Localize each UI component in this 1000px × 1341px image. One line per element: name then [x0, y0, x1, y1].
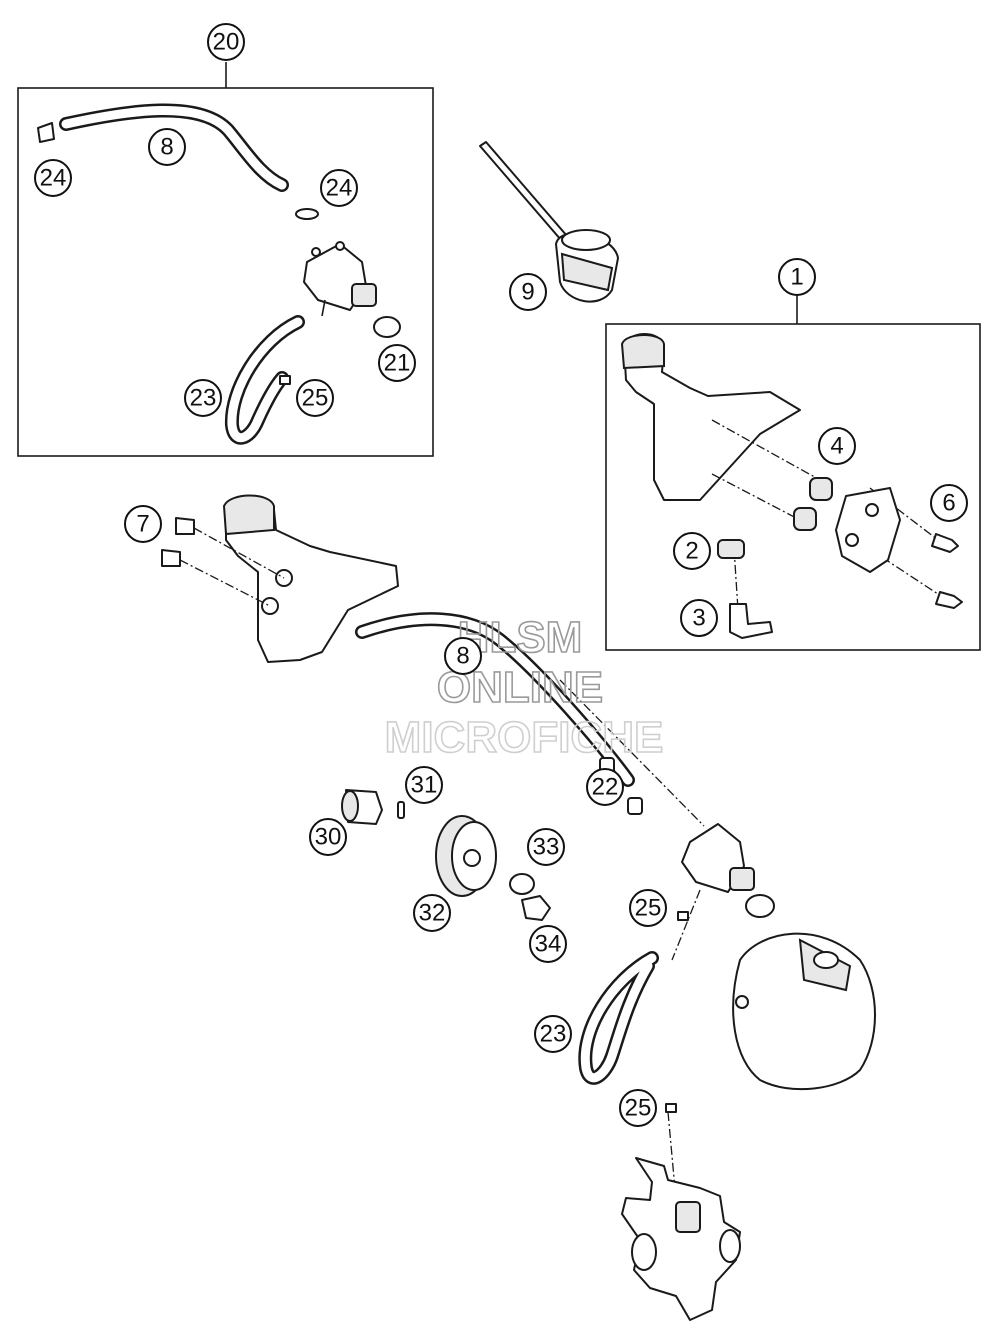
pin-31: [397, 801, 405, 819]
kit-20-clamp-24b: [295, 208, 319, 220]
svg-text:23: 23: [540, 1021, 567, 1048]
kit-20-hose-23: [224, 315, 305, 445]
main-oil-pump: [681, 823, 775, 918]
svg-text:32: 32: [419, 900, 446, 927]
callout-6: 6: [930, 484, 968, 522]
callout-25c: 25: [619, 1089, 657, 1127]
callout-22: 22: [586, 768, 624, 806]
kit-1-frame: [605, 295, 981, 651]
svg-text:33: 33: [533, 834, 560, 861]
callout-24b: 24: [320, 169, 358, 207]
callout-25b: 25: [629, 889, 667, 927]
nut-34: [521, 895, 551, 921]
svg-text:22: 22: [592, 774, 619, 801]
kit-1-elbow-3: [729, 603, 773, 639]
kit-20-hose-8: [59, 103, 289, 192]
callout-3: 3: [680, 599, 718, 637]
callout-34: 34: [529, 925, 567, 963]
svg-text:9: 9: [521, 279, 534, 306]
watermark-line3: MICROFICHE: [385, 713, 664, 762]
kit-1-bracket: [835, 487, 901, 573]
oil-filter-9: [479, 141, 619, 303]
svg-text:7: 7: [136, 511, 149, 538]
callout-2: 2: [673, 532, 711, 570]
callout-8a: 8: [148, 128, 186, 166]
callout-21: 21: [378, 344, 416, 382]
callout-20: 20: [207, 23, 245, 61]
svg-text:25: 25: [635, 895, 662, 922]
svg-text:24: 24: [40, 165, 67, 192]
callout-1: 1: [778, 258, 816, 296]
kit-20-frame: [17, 62, 434, 457]
svg-text:6: 6: [942, 490, 955, 517]
svg-text:3: 3: [692, 605, 705, 632]
callout-9: 9: [509, 273, 547, 311]
kit-1-dash-lines: [711, 419, 945, 611]
kit-1-oil-tank: [620, 333, 801, 501]
gear-32: [435, 815, 497, 897]
callout-30: 30: [309, 818, 347, 856]
callout-25a: 25: [296, 379, 334, 417]
callout-23b: 23: [534, 1015, 572, 1053]
callout-8b: 8: [444, 637, 482, 675]
main-hose-8: [355, 612, 635, 787]
ignition-cover: [732, 932, 876, 1091]
callout-31: 31: [405, 766, 443, 804]
kit-1-grommets-4: [793, 477, 833, 531]
callout-23a: 23: [184, 379, 222, 417]
svg-text:24: 24: [326, 175, 353, 202]
main-hose-23: [578, 951, 659, 1085]
callout-7: 7: [124, 505, 162, 543]
svg-text:31: 31: [411, 772, 438, 799]
callout-33: 33: [527, 828, 565, 866]
clip-25c: [665, 1103, 677, 1113]
svg-text:23: 23: [190, 385, 217, 412]
svg-text:4: 4: [830, 433, 843, 460]
kit-20-oil-pump: [303, 241, 377, 317]
callout-4: 4: [818, 427, 856, 465]
svg-text:1: 1: [790, 264, 803, 291]
svg-text:30: 30: [315, 824, 342, 851]
svg-text:25: 25: [302, 385, 329, 412]
bushing-30: [341, 789, 383, 825]
kit-20-clamp-24a: [37, 122, 55, 143]
callout-24a: 24: [34, 159, 72, 197]
kit-1-grommet-2: [717, 539, 745, 559]
svg-text:25: 25: [625, 1095, 652, 1122]
circlip-33: [509, 873, 535, 895]
screws-7: [161, 517, 285, 607]
watermark: HLSM ONLINE MICROFICHE: [384, 612, 664, 763]
svg-text:2: 2: [685, 538, 698, 565]
kit-20-clip-25: [279, 375, 291, 385]
callout-32: 32: [413, 894, 451, 932]
svg-text:8: 8: [160, 134, 173, 161]
clip-25b: [677, 911, 689, 921]
kit-1-screws-6: [931, 533, 963, 609]
kit-20-o-ring-21: [373, 316, 401, 338]
svg-text:20: 20: [213, 29, 240, 56]
svg-text:8: 8: [456, 643, 469, 670]
main-oil-tank: [222, 494, 399, 663]
svg-text:21: 21: [384, 350, 411, 377]
carburetor: [621, 1157, 741, 1321]
svg-text:34: 34: [535, 931, 562, 958]
